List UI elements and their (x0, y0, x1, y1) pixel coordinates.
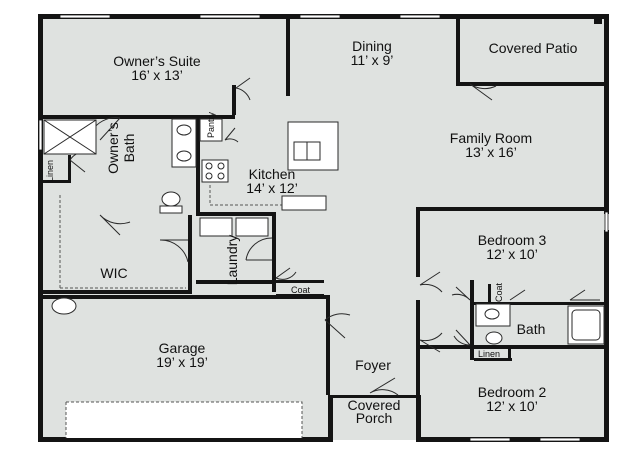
washer (199, 217, 233, 237)
covered-porch-label-line2: Porch (356, 410, 393, 426)
owners-suite-size: 16’ x 13’ (131, 67, 183, 83)
interior-walls (40, 16, 608, 440)
laundry-fixtures (199, 217, 269, 237)
dining-label: Dining (352, 38, 392, 54)
laundry-label: Laundry (224, 235, 240, 286)
owners-bath-fixtures (43, 118, 197, 214)
pantry-label: Pantry (206, 111, 216, 138)
linen-label-1: Linen (45, 160, 55, 182)
water-heater (51, 297, 77, 315)
garage-door (65, 401, 303, 438)
owners-bath-label-line1: Owner’s (105, 122, 121, 174)
windows (38, 14, 609, 442)
bathtub (567, 305, 605, 345)
vanity (171, 118, 197, 168)
floor-area (40, 16, 608, 440)
kitchen-size: 14’ x 12’ (246, 180, 298, 196)
dining-size: 11’ x 9’ (351, 52, 394, 68)
kitchen-counter (281, 195, 327, 211)
bedroom-3-size: 12’ x 10’ (486, 246, 538, 262)
bath-fixtures (475, 303, 605, 345)
family-room-size: 13’ x 16’ (465, 144, 517, 160)
bath-toilet (485, 331, 503, 345)
bedroom-3-label: Bedroom 3 (478, 232, 547, 248)
dryer (235, 217, 269, 237)
bedroom-2-size: 12’ x 10’ (486, 398, 538, 414)
stove (201, 159, 229, 183)
linen-label-2: Linen (478, 349, 500, 359)
garage-size: 19’ x 19’ (156, 354, 208, 370)
toilet (161, 191, 181, 207)
covered-porch-label-line1: Covered (348, 397, 401, 413)
coat-label-2: Coat (494, 282, 504, 302)
toilet-tank (159, 205, 183, 214)
bath-label: Bath (517, 321, 546, 337)
family-room-label: Family Room (450, 130, 532, 146)
bath-vanity (475, 303, 511, 327)
doors (69, 77, 600, 396)
garage-label: Garage (159, 340, 206, 356)
kitchen-label: Kitchen (249, 166, 296, 182)
pantry-shelf (199, 118, 223, 142)
bedroom-2-label: Bedroom 2 (478, 384, 547, 400)
coat-label-1: Coat (291, 285, 311, 295)
covered-patio-label: Covered Patio (489, 40, 578, 56)
owners-suite-label: Owner’s Suite (113, 53, 201, 69)
corner-mark (594, 18, 602, 24)
owners-bath-label-line2: Bath (121, 134, 137, 163)
wic-label: WIC (100, 265, 127, 281)
room-labels: Owner’s Suite 16’ x 13’ Dining 11’ x 9’ … (45, 38, 578, 426)
wic-shelf (59, 195, 186, 289)
foyer-label: Foyer (355, 357, 391, 373)
kitchen-fixtures (199, 118, 339, 211)
